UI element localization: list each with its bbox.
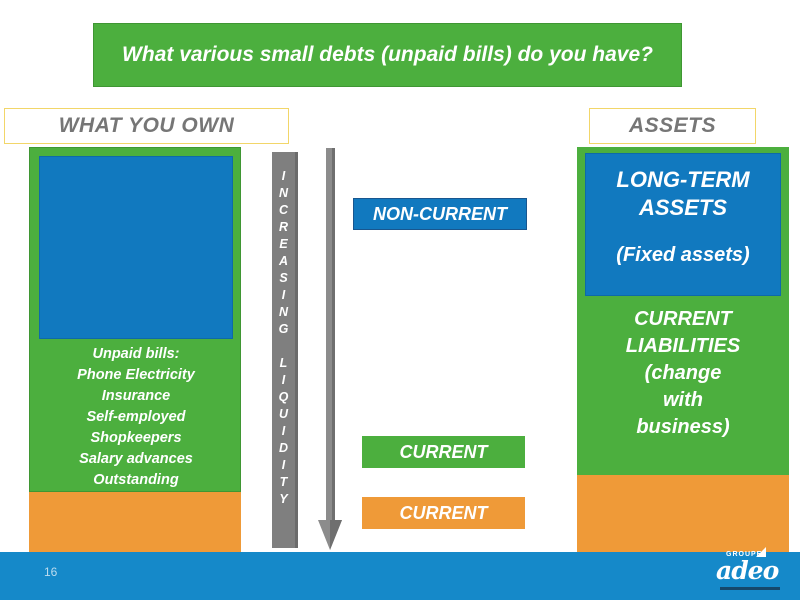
current-liabilities-line: CURRENT	[634, 308, 732, 330]
liquidity-letter: L	[279, 356, 288, 370]
current-liabilities-line: with	[663, 389, 703, 411]
logo-adeo-text: adeo	[716, 556, 779, 585]
left-column: Unpaid bills: Phone Electricity Insuranc…	[29, 147, 241, 552]
down-arrow-icon	[310, 148, 350, 553]
liquidity-letter: S	[279, 271, 288, 285]
slide-title-text: What various small debts (unpaid bills) …	[122, 42, 653, 66]
label-non-current: NON-CURRENT	[353, 198, 527, 230]
label-current-green: CURRENT	[362, 436, 525, 468]
list-item: Unpaid bills:	[92, 346, 180, 362]
list-item: Salary advances	[79, 451, 193, 467]
groupe-adeo-logo: GROUPE adeo	[712, 547, 792, 597]
slide-title-box: What various small debts (unpaid bills) …	[93, 23, 682, 87]
liquidity-letter: I	[281, 424, 286, 438]
right-green-top-block: LONG-TERM ASSETS (Fixed assets)	[577, 147, 789, 302]
label-non-current-text: NON-CURRENT	[373, 203, 507, 224]
liquidity-letter: C	[278, 203, 289, 217]
unpaid-bills-list: Unpaid bills: Phone Electricity Insuranc…	[34, 344, 238, 489]
current-liabilities-line: business)	[636, 416, 730, 438]
logo-groupe-text: GROUPE	[726, 551, 763, 558]
right-column-header-label: ASSETS	[628, 114, 717, 137]
liquidity-letter: G	[278, 322, 289, 336]
liquidity-letter: I	[281, 169, 286, 183]
page-number: 16	[44, 565, 58, 579]
liquidity-letter: N	[278, 305, 289, 319]
right-column-header: ASSETS	[589, 108, 756, 144]
long-term-assets-line2: ASSETS	[638, 195, 728, 220]
liquidity-letter: Q	[278, 390, 289, 404]
long-term-assets-line1: LONG-TERM	[616, 167, 750, 192]
label-current-green-text: CURRENT	[399, 441, 488, 462]
liquidity-letter: R	[278, 220, 289, 234]
liquidity-letter: U	[278, 407, 289, 421]
current-liabilities-block: CURRENT LIABILITIES (change with busines…	[577, 302, 789, 475]
list-item: Shopkeepers	[90, 430, 182, 446]
right-column: LONG-TERM ASSETS (Fixed assets) CURRENT …	[577, 147, 789, 552]
right-orange-block	[577, 475, 789, 552]
liquidity-letter: N	[278, 186, 289, 200]
label-current-orange-text: CURRENT	[399, 502, 488, 523]
left-green-block: Unpaid bills: Phone Electricity Insuranc…	[29, 147, 241, 492]
liquidity-letter: I	[281, 288, 286, 302]
list-item: Self-employed	[86, 409, 186, 425]
list-item: Insurance	[101, 388, 171, 404]
current-liabilities-line: (change	[644, 362, 722, 384]
liquidity-letter: E	[279, 237, 288, 251]
left-column-header-label: WHAT YOU OWN	[58, 114, 235, 137]
label-current-orange: CURRENT	[362, 497, 525, 529]
left-orange-block	[29, 492, 241, 552]
left-blue-block	[39, 156, 233, 339]
liquidity-letter: D	[278, 441, 289, 455]
liquidity-letter: Y	[279, 492, 288, 506]
logo-tick-icon	[756, 547, 766, 557]
liquidity-letter: A	[278, 254, 289, 268]
current-liabilities-line: LIABILITIES	[625, 335, 741, 357]
liquidity-letter: I	[281, 373, 286, 387]
left-column-header: WHAT YOU OWN	[4, 108, 289, 144]
footer-bar	[0, 552, 800, 600]
liquidity-letter: T	[279, 475, 288, 489]
list-item: Phone Electricity	[77, 367, 195, 383]
increasing-liquidity-bar: I N C R E A S I N G L I Q U I D I T Y	[272, 152, 298, 548]
list-item: Outstanding	[93, 472, 179, 488]
fixed-assets-label: (Fixed assets)	[616, 244, 750, 266]
liquidity-letter: I	[281, 458, 286, 472]
long-term-assets-block: LONG-TERM ASSETS (Fixed assets)	[585, 153, 781, 296]
logo-underline	[720, 587, 780, 590]
